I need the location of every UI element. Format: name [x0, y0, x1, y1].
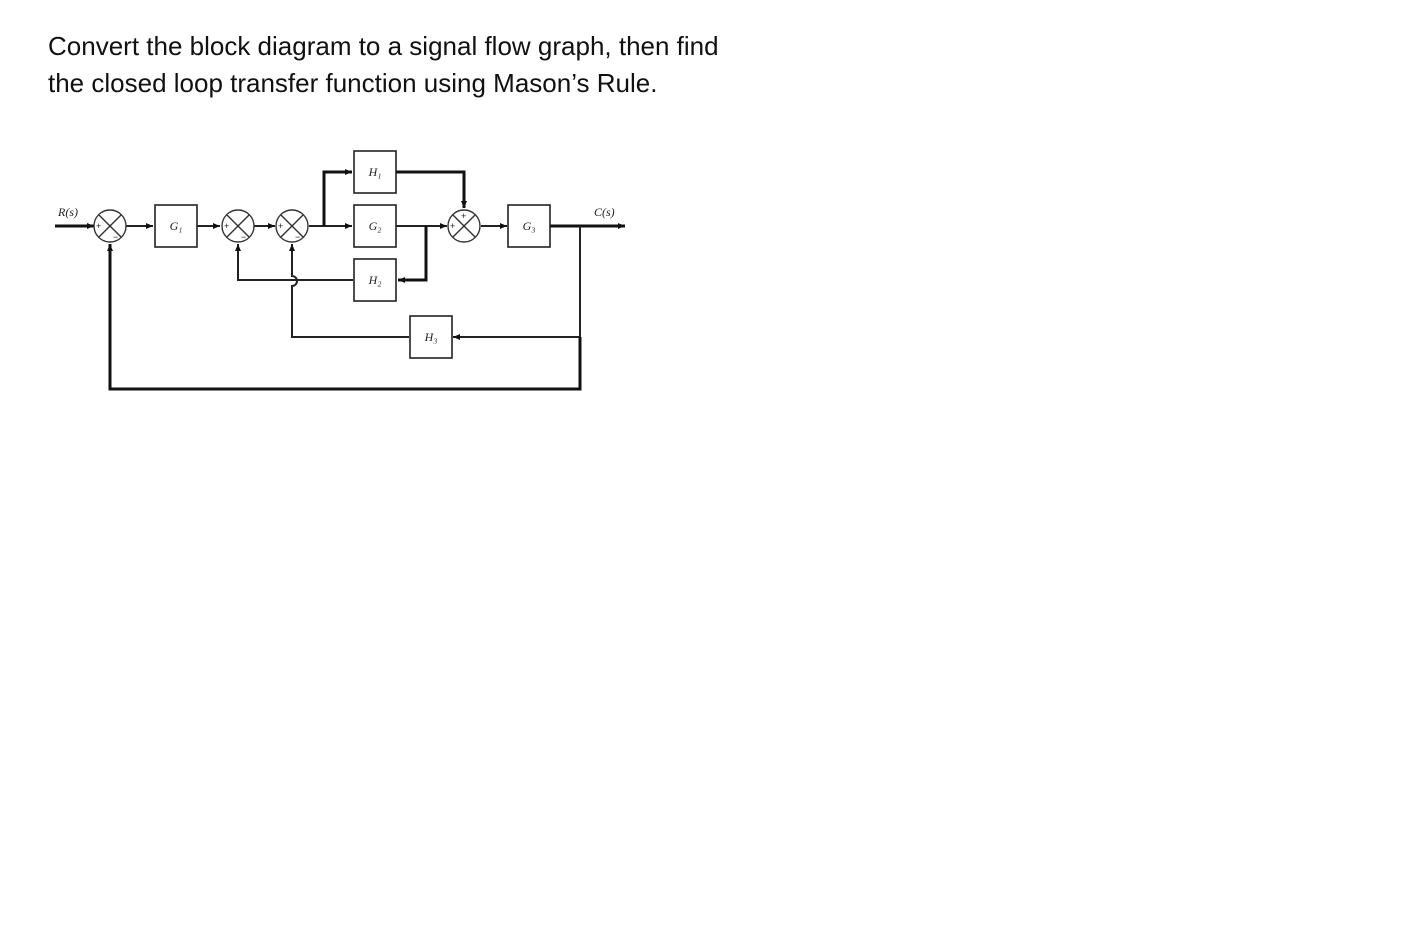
sj4-plus-sign-left: +	[450, 221, 455, 231]
block-h1: H₁	[353, 150, 397, 194]
block-g1-label: G₁	[170, 219, 183, 233]
output-label: C(s)	[594, 205, 615, 219]
sj1-plus-sign: +	[96, 221, 101, 231]
block-h2-label: H₂	[368, 273, 382, 287]
block-h3-label: H₃	[424, 330, 438, 344]
block-h2: H₂	[353, 258, 397, 302]
question-line-1: Convert the block diagram to a signal fl…	[48, 31, 719, 61]
block-g1: G₁	[154, 204, 198, 248]
sj3-minus-sign: −	[295, 232, 300, 242]
wire-unity-feedback	[107, 244, 582, 391]
question-line-2: the closed loop transfer function using …	[48, 68, 658, 98]
sj1-minus-sign: −	[113, 232, 118, 242]
summing-junction-4: + +	[447, 209, 481, 243]
block-g3: G₃	[507, 204, 551, 248]
summing-junction-2: + −	[221, 209, 255, 243]
block-g2: G₂	[353, 204, 397, 248]
summing-junction-1: + −	[93, 209, 127, 243]
wire-to-h1	[322, 169, 352, 226]
sj4-plus-sign-top: +	[461, 211, 466, 221]
input-label: R(s)	[57, 205, 78, 219]
block-g3-label: G₃	[523, 219, 536, 233]
sj2-plus-sign: +	[224, 221, 229, 231]
wire-h1-sj4	[396, 170, 467, 208]
summing-junction-3: + −	[275, 209, 309, 243]
sj2-minus-sign: −	[241, 232, 246, 242]
wire-h3-sj3	[289, 244, 409, 338]
sj3-plus-sign: +	[278, 221, 283, 231]
block-g2-label: G₂	[369, 219, 382, 233]
wire-h2-sj2	[235, 244, 353, 281]
block-h1-label: H₁	[368, 165, 382, 179]
block-h3: H₃	[409, 315, 453, 359]
question-text: Convert the block diagram to a signal fl…	[48, 28, 848, 102]
wire-to-h2	[398, 226, 428, 283]
